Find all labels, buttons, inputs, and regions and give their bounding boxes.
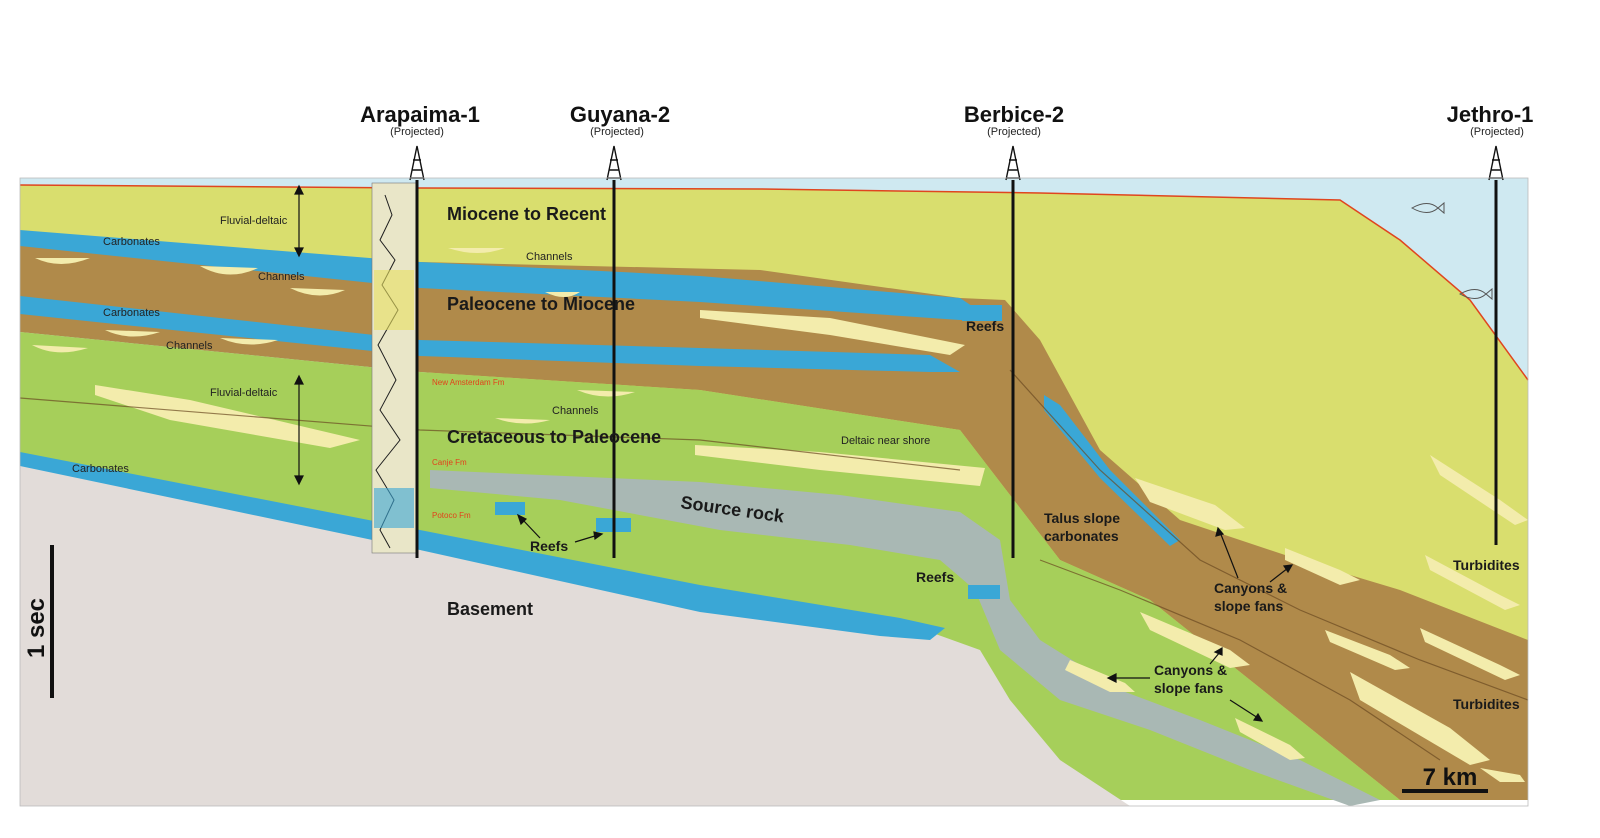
label-carbonates-2: Carbonates [103, 307, 160, 319]
label-fluvial-mid: Fluvial-deltaic [210, 387, 278, 399]
label-channels-2: Channels [166, 340, 213, 352]
unit-paleocene: Paleocene to Miocene [447, 294, 635, 314]
formation-new-amsterdam: New Amsterdam Fm [432, 378, 505, 387]
label-canyons-a-2: slope fans [1214, 598, 1283, 614]
time-scale-label: 1 sec [23, 598, 50, 658]
label-reefs-guyana: Reefs [530, 538, 568, 554]
label-talus-2: carbonates [1044, 528, 1119, 544]
fish-icons [1410, 201, 1493, 301]
carbonate-band-middle [20, 296, 960, 372]
label-channels-1: Channels [258, 271, 305, 283]
fish-icon [1458, 287, 1493, 301]
carbonate-talus [1044, 395, 1180, 546]
label-carbonates-1: Carbonates [103, 236, 160, 248]
well-projected-arapaima: (Projected) [390, 126, 444, 138]
unit-basement: Basement [447, 599, 533, 619]
label-turbidites-1: Turbidites [1453, 557, 1520, 573]
derrick-icon [1488, 145, 1504, 181]
carbonate-band-lower [20, 452, 945, 640]
distance-scale-label: 7 km [1423, 764, 1478, 791]
well-log-blue-zone [374, 488, 414, 528]
formation-potoco: Potoco Fm [432, 511, 471, 520]
derrick-icon [1005, 145, 1021, 181]
reef-arapaima [495, 502, 525, 515]
derrick-icons [409, 145, 1504, 181]
formation-canje: Canje Fm [432, 458, 467, 467]
section-frame [19, 177, 1529, 807]
label-canyons-b-1: Canyons & [1154, 662, 1227, 678]
reef-lower [968, 585, 1000, 599]
well-projected-jethro: (Projected) [1470, 126, 1524, 138]
annotation-arrows [294, 184, 1294, 722]
paleocene-layer [20, 235, 1528, 800]
source-rock [430, 470, 1380, 806]
label-carbonates-3: Carbonates [72, 463, 129, 475]
reef-berbice [962, 305, 1002, 321]
label-reefs-berbice: Reefs [966, 318, 1004, 334]
well-log-yellow-zone [374, 270, 414, 330]
carbonate-band-upper [20, 230, 990, 320]
label-channels-4: Channels [552, 405, 599, 417]
basement [20, 460, 1130, 806]
fish-icon [1410, 201, 1445, 215]
derrick-icon [606, 145, 622, 181]
well-lines [415, 180, 1498, 558]
well-projected-guyana: (Projected) [590, 126, 644, 138]
label-channels-3: Channels [526, 251, 573, 263]
label-deltaic: Deltaic near shore [841, 435, 930, 447]
well-name-arapaima: Arapaima-1 [360, 102, 480, 127]
label-canyons-a-1: Canyons & [1214, 580, 1287, 596]
label-turbidites-2: Turbidites [1453, 696, 1520, 712]
unit-miocene: Miocene to Recent [447, 204, 606, 224]
unit-cretaceous: Cretaceous to Paleocene [447, 427, 661, 447]
well-name-guyana: Guyana-2 [570, 102, 670, 127]
well-projected-berbice: (Projected) [987, 126, 1041, 138]
well-name-berbice: Berbice-2 [964, 102, 1064, 127]
label-reefs-lower: Reefs [916, 569, 954, 585]
horizon-lines [19, 369, 1529, 761]
sand-bodies [32, 248, 1528, 782]
label-fluvial-top: Fluvial-deltaic [220, 215, 288, 227]
seabed-line [19, 184, 1529, 381]
label-canyons-b-2: slope fans [1154, 680, 1223, 696]
well-name-jethro: Jethro-1 [1447, 102, 1534, 127]
label-talus-1: Talus slope [1044, 510, 1120, 526]
derrick-icon [409, 145, 425, 181]
